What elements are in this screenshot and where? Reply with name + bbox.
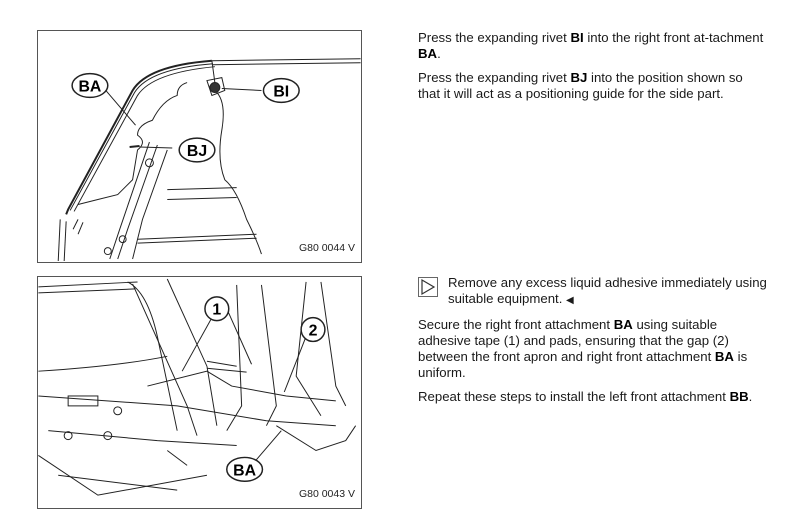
end-mark-icon: ◀	[566, 295, 574, 306]
text: Press the expanding rivet	[418, 70, 571, 85]
callout-BI: BI	[262, 77, 300, 104]
ref-ba: BA	[714, 349, 734, 364]
instructions-rivets: Press the expanding rivet BI into the ri…	[418, 30, 768, 110]
instruction-repeat-bb: Repeat these steps to install the left f…	[418, 389, 768, 405]
callout-BA: BA	[71, 72, 109, 99]
svg-text:BA: BA	[78, 78, 101, 95]
instructions-adhesive: Remove any excess liquid adhesive immedi…	[418, 275, 768, 413]
instruction-secure-ba: Secure the right front attachment BA usi…	[418, 317, 768, 381]
callout-2: 2	[300, 316, 326, 343]
svg-text:BA: BA	[233, 462, 256, 479]
callout-BA: BA	[226, 456, 264, 482]
ref-ba: BA	[418, 46, 438, 61]
text: .	[437, 46, 441, 61]
callout-1: 1	[204, 296, 230, 322]
text: is uniform.	[418, 349, 748, 380]
text: Remove any excess liquid adhesive immedi…	[448, 275, 767, 306]
text: Press the expanding rivet	[418, 30, 571, 45]
ref-bb: BB	[729, 389, 749, 404]
figure-code: G80 0044 V	[298, 242, 355, 254]
text: using suitable adhesive tape (1) and pad…	[418, 317, 729, 364]
technical-illustration-tape: 1 2 BA	[38, 278, 357, 496]
play-triangle-icon	[418, 277, 438, 297]
svg-text:BI: BI	[273, 83, 289, 100]
svg-text:1: 1	[212, 302, 221, 319]
ref-ba: BA	[613, 317, 633, 332]
ref-bj: BJ	[570, 70, 588, 85]
note-text: Remove any excess liquid adhesive immedi…	[448, 275, 768, 309]
text: into the position shown so that it will …	[418, 70, 743, 101]
svg-text:BJ: BJ	[187, 143, 207, 160]
text: Repeat these steps to install the left f…	[418, 389, 730, 404]
instruction-rivet-bj: Press the expanding rivet BJ into the po…	[418, 70, 768, 102]
callout-BJ: BJ	[178, 137, 216, 163]
text: Secure the right front attachment	[418, 317, 614, 332]
figure-rivet-installation: BA BI BJ G80 0044 V	[37, 30, 362, 263]
technical-illustration-rivets: BA BI BJ	[57, 58, 361, 262]
note: Remove any excess liquid adhesive immedi…	[418, 275, 768, 309]
ref-bi: BI	[570, 30, 584, 45]
instruction-rivet-bi: Press the expanding rivet BI into the ri…	[418, 30, 768, 62]
figure-code: G80 0043 V	[298, 488, 355, 500]
text: into the right front at-tachment	[583, 30, 764, 45]
figure-adhesive-tape: 1 2 BA G80 0043 V	[37, 276, 362, 509]
svg-text:2: 2	[309, 322, 318, 339]
text: .	[748, 389, 753, 404]
